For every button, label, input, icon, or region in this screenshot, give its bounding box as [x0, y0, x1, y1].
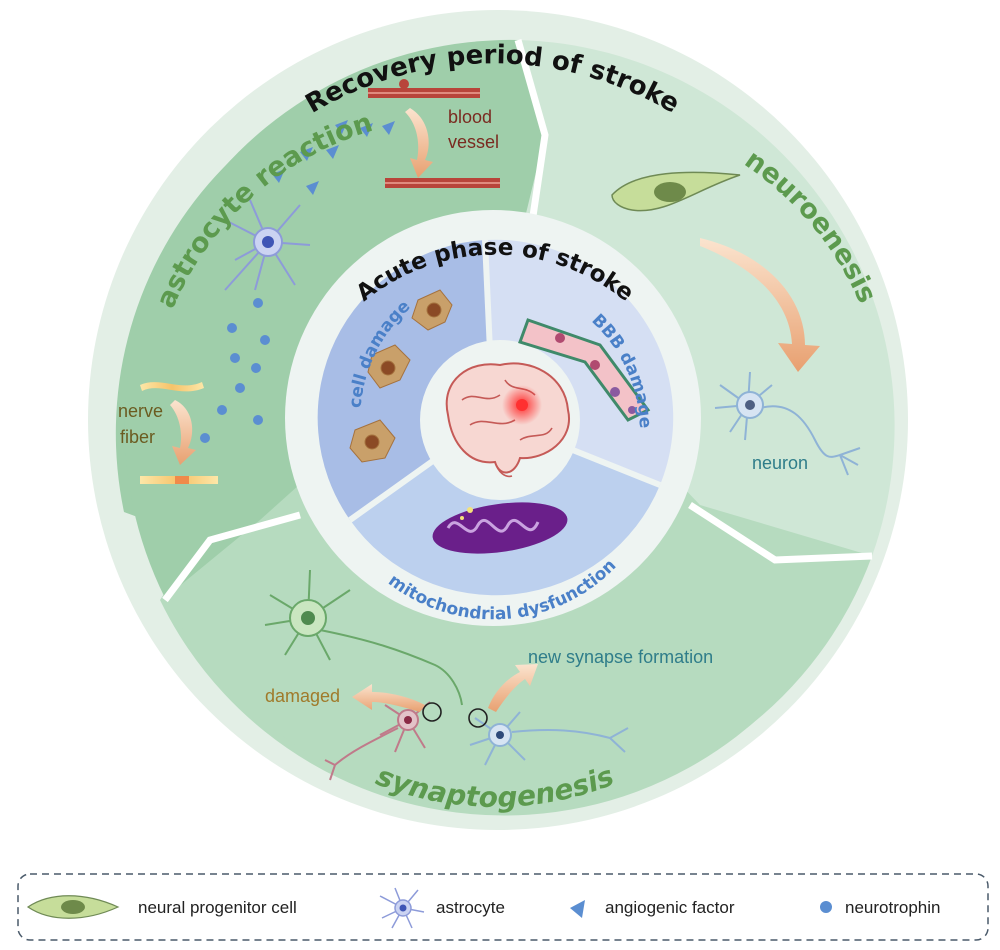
mitochondrion — [432, 502, 568, 554]
synapse-circle-left — [422, 702, 442, 722]
blood-vessel-upper — [368, 79, 480, 98]
bbb-vessel — [518, 318, 651, 422]
synapse-circle-right — [468, 708, 488, 728]
angiogenic-factors — [272, 120, 395, 195]
blood-vessel-label-2: vessel — [448, 132, 499, 152]
legend-box — [17, 873, 989, 941]
damaged-arrow — [352, 684, 425, 712]
blood-vessel-lower — [385, 178, 500, 188]
legend-neurotrophin-icon — [820, 901, 832, 913]
legend-astrocyte-icon — [379, 887, 425, 929]
new-synapse-arrow — [488, 664, 538, 712]
vessel-arrow — [405, 108, 433, 178]
legend-angiogenic-label: angiogenic factor — [605, 898, 735, 917]
neurotrophins — [200, 298, 270, 443]
legend-progenitor-icon — [26, 895, 120, 919]
damaged-neuron — [324, 701, 431, 781]
green-neuron — [264, 569, 463, 706]
damaged-label: damaged — [265, 686, 340, 706]
legend-progenitor-label: neural progenitor cell — [138, 898, 297, 917]
separator-left — [162, 511, 301, 603]
brain-illustration — [445, 362, 571, 478]
neuron-cell — [714, 371, 861, 476]
fiber-arrow — [170, 400, 196, 465]
separator-right — [688, 502, 873, 564]
new-synapse-label: new synapse formation — [528, 647, 713, 667]
nerve-fiber-label-1: nerve — [118, 401, 163, 421]
neuroenesis-fill — [505, 40, 895, 556]
neural-progenitor-cell — [611, 171, 741, 212]
nerve-fiber-label-2: fiber — [120, 427, 155, 447]
damaged-cells — [349, 289, 453, 463]
neuroenesis-arrow — [700, 238, 820, 372]
astrocyte-cell — [224, 199, 311, 291]
blood-vessel-label-1: blood — [448, 107, 492, 127]
legend-angiogenic-icon — [570, 900, 585, 918]
legend-neurotrophin-label: neurotrophin — [845, 898, 940, 917]
neuron-label: neuron — [752, 453, 808, 473]
nerve-fiber-upper — [140, 382, 204, 392]
legend-astrocyte-label: astrocyte — [436, 898, 505, 917]
blue-neuron — [469, 711, 629, 766]
